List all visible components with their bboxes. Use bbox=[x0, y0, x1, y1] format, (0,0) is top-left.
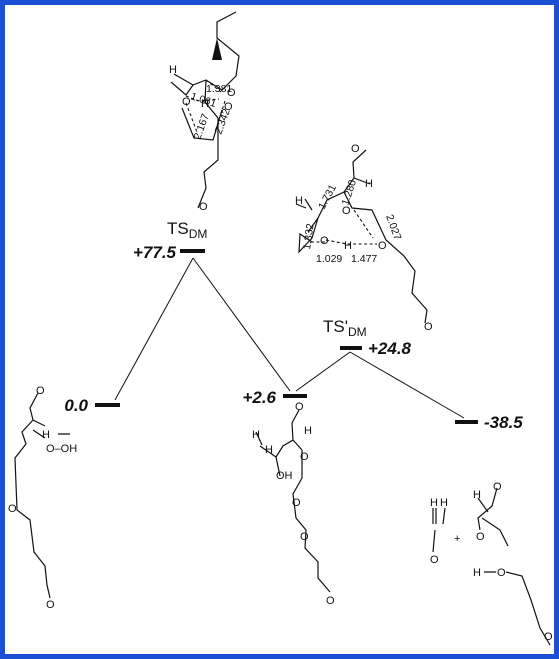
ts2-o-mid: O bbox=[342, 205, 351, 217]
product-structures: H H O + O H O H O O bbox=[430, 481, 553, 646]
ts1-distance-4: 2.342 bbox=[213, 107, 233, 136]
ts2-o-top: O bbox=[351, 143, 360, 155]
prod2-o: O bbox=[476, 531, 485, 543]
ts2-distance-1: 1.731 bbox=[316, 182, 339, 211]
inter-o-mid2: O bbox=[300, 531, 309, 543]
ts1-h-mid: H bbox=[201, 98, 209, 110]
ts1-distance-2: 1.381 bbox=[206, 83, 232, 95]
energy-label-ts-prime: +24.8 bbox=[368, 339, 412, 358]
energy-label-product: -38.5 bbox=[484, 413, 523, 432]
reactant-o-oh: O–OH bbox=[46, 443, 77, 455]
inter-o-mid: O bbox=[292, 497, 301, 509]
energy-label-reactant: 0.0 bbox=[64, 396, 88, 415]
prod3-o-bottom: O bbox=[544, 631, 553, 643]
ts2-distance-6: 1.477 bbox=[351, 253, 377, 265]
reactant-h: H bbox=[42, 429, 50, 441]
pathway-connectors bbox=[114, 257, 465, 419]
ts2-o-right: O bbox=[378, 240, 387, 252]
prod1-o: O bbox=[430, 554, 439, 566]
ts1-h-top: H bbox=[169, 64, 177, 76]
inter-h-left: H bbox=[252, 429, 260, 441]
inter-h-mid: H bbox=[265, 444, 273, 456]
ts-dm-structure: H O H O O O 1.061 1.381 2.167 2.342 bbox=[169, 11, 240, 213]
ts2-distance-5: 1.029 bbox=[316, 253, 342, 265]
inter-o-bottom: O bbox=[326, 595, 335, 607]
ts2-o-bottom: O bbox=[424, 321, 433, 333]
ts-dm-label: TSDM bbox=[167, 219, 207, 241]
ts2-h-mid: H bbox=[344, 240, 352, 252]
inter-o-top: O bbox=[295, 401, 304, 413]
ts1-o-right-top: O bbox=[227, 87, 236, 99]
plus-sign: + bbox=[454, 533, 460, 545]
reactant-o-bottom: O bbox=[46, 599, 55, 611]
prod1-h-left: H bbox=[430, 497, 438, 509]
ts1-distance-3: 2.167 bbox=[192, 112, 212, 141]
ts2-distance-3: 2.027 bbox=[383, 213, 403, 242]
inter-oh: OH bbox=[276, 470, 293, 482]
ts2-distance-4: 1.332 bbox=[301, 223, 317, 251]
ts-prime-dm-label: TS'DM bbox=[323, 317, 367, 339]
intermediate-structure: O H H H O OH O O O bbox=[252, 401, 335, 607]
ts1-o-bottom: O bbox=[199, 201, 208, 213]
inter-h-right: H bbox=[304, 425, 312, 437]
prod3-h: H bbox=[473, 567, 481, 579]
ts1-o-right: O bbox=[224, 101, 233, 113]
reactant-structure: O H O–OH O O bbox=[8, 385, 77, 611]
reactant-o-top: O bbox=[36, 385, 45, 397]
ts2-o-left: O bbox=[320, 235, 329, 247]
ts-prime-dm-structure: H H O H O O O O 1.731 1.280 2.027 1.332 … bbox=[295, 143, 433, 333]
prod3-o: O bbox=[497, 567, 506, 579]
energy-label-intermediate: +2.6 bbox=[242, 388, 276, 407]
ts2-h-right: H bbox=[365, 178, 373, 190]
reactant-o-mid: O bbox=[8, 503, 17, 515]
energy-label-ts-dm: +77.5 bbox=[133, 243, 177, 262]
ts2-h-left: H bbox=[295, 195, 303, 207]
ts2-distance-2: 1.280 bbox=[339, 178, 359, 207]
inter-o-right: O bbox=[300, 451, 309, 463]
prod2-o-top: O bbox=[493, 481, 502, 493]
prod1-h-right: H bbox=[440, 497, 448, 509]
prod2-h: H bbox=[473, 489, 481, 501]
ts1-o-left: O bbox=[182, 96, 191, 108]
